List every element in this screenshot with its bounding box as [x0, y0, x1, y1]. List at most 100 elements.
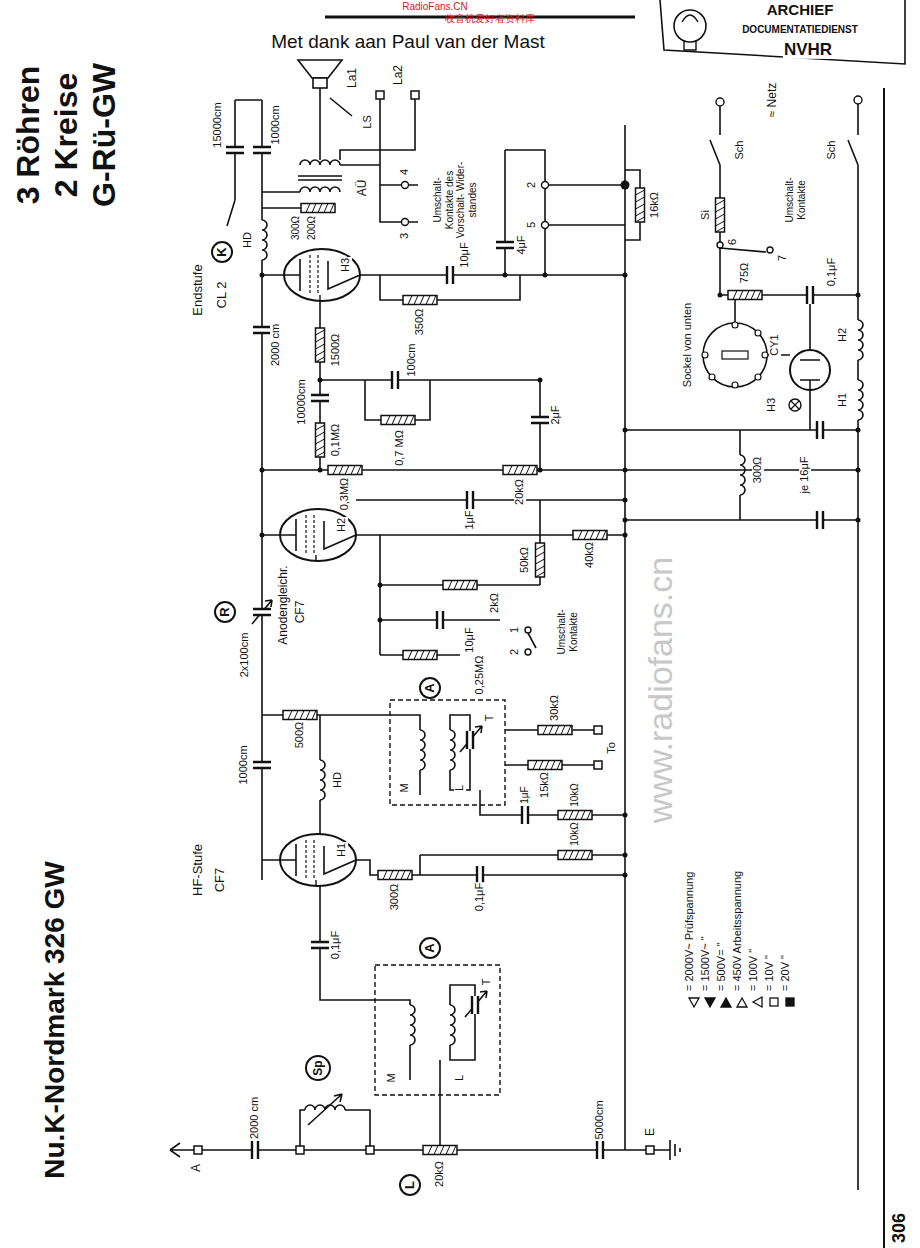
resistor-symbol [716, 198, 725, 232]
resistor-symbol [423, 1146, 457, 1155]
diagram-title: Nu.K-Nordmark 326 GW [40, 860, 70, 1179]
wiring [170, 1094, 646, 1157]
junction-dot [260, 468, 265, 473]
tube-symbol [280, 834, 356, 886]
control-circle [212, 242, 440, 1195]
resistor-symbol [403, 296, 437, 305]
capacitor-value: 1μF [464, 509, 476, 530]
tube-symbol [280, 249, 830, 886]
tube-type: CY1 [769, 333, 781, 356]
resistor-value: 20kΩ [434, 1160, 446, 1188]
terminal-symbol [402, 219, 409, 226]
fuse-label: Si [700, 209, 712, 221]
switch-label: Sch [826, 140, 838, 161]
terminal-symbol [646, 1146, 654, 1154]
switch-note: Umschalt- Kontakte [556, 596, 579, 668]
junction-dot [856, 518, 861, 523]
dashed-coil-box [375, 965, 500, 1095]
resistor-symbol [573, 531, 607, 540]
control-circle [420, 938, 440, 958]
legend-entry: = 500V= " [716, 941, 728, 992]
heading: 2 Kreise [49, 72, 84, 199]
tube-symbol [703, 323, 767, 387]
capacitor-value: 15000cm [212, 101, 224, 148]
tube-label: H1 [336, 842, 348, 858]
coil-symbol [450, 730, 455, 770]
resistor-symbol [403, 651, 437, 660]
resistor-symbol [443, 581, 477, 590]
tube-symbol [789, 399, 801, 411]
control-circle [215, 602, 235, 622]
wiring [262, 715, 625, 834]
junction-dot [623, 428, 628, 433]
capacitor-symbol [253, 147, 271, 153]
resistor-symbol [503, 466, 537, 475]
switch-label: LS [362, 114, 374, 129]
terminal-symbol [194, 1146, 202, 1154]
control-circle [212, 242, 232, 262]
legend-entry: = 100V " [748, 948, 760, 992]
tube-symbol [800, 360, 820, 390]
control-letter: R [218, 606, 232, 617]
capacitor-value: 4μF [516, 234, 528, 255]
resistor-symbol [538, 726, 572, 735]
legend-entry: = 1500V~ " [700, 935, 712, 992]
control-circle [400, 1175, 420, 1195]
junction-dot [856, 428, 861, 433]
resistor-value: 0,7 MΩ [394, 429, 406, 467]
capacitor-symbol [253, 609, 271, 615]
resistor-symbol [381, 416, 415, 425]
capacitor-symbol [252, 1141, 258, 1159]
dashed-coil-box [375, 700, 505, 1095]
junction-dot [623, 498, 628, 503]
tube-symbol [280, 509, 356, 561]
junction-dot [318, 468, 323, 473]
resistor-value: 500Ω [294, 721, 306, 750]
legend-symbol [770, 998, 778, 1006]
resistor-value: 50kΩ [519, 546, 531, 574]
capacitor-value: 5000cm [594, 1099, 606, 1140]
resistor-symbol [316, 423, 325, 457]
contact-number: 3 [399, 232, 411, 240]
speaker-transformer [300, 187, 340, 192]
switch-label: Sch [734, 140, 746, 161]
junction-dot [856, 293, 861, 298]
junction-dot [318, 378, 323, 383]
terminal-symbol [411, 91, 419, 99]
coil-symbol [262, 220, 267, 260]
lamp-label: H3 [766, 397, 778, 413]
tube-type: CF7 [294, 600, 307, 625]
contact-number: 2 [526, 181, 538, 189]
stage-name: Endstufe [191, 263, 205, 316]
heading: G-Rü-GW [87, 62, 122, 208]
capacitor-value: 0,1μF [330, 930, 342, 960]
capacitor-value: 100cm [406, 342, 418, 377]
choke-label: HD [332, 771, 344, 789]
stage-name: HF-Stufe [191, 843, 205, 897]
tube-symbol [709, 374, 715, 380]
terminal-label: A [190, 1163, 203, 1173]
junction-dot [260, 533, 265, 538]
resistor-symbol [283, 711, 317, 720]
junction-dot [623, 813, 628, 818]
terminal-label: La1 [346, 67, 359, 89]
resistor-value: 30kΩ [549, 694, 561, 722]
resistor-value: 15kΩ [539, 771, 551, 799]
terminal-symbol [366, 1146, 374, 1154]
control-letter: A [423, 942, 437, 953]
resistor-symbol [528, 761, 562, 770]
terminal-symbol [542, 222, 549, 229]
wiring [320, 855, 625, 1145]
tube-symbol [732, 322, 738, 328]
heater-label: H2 [837, 327, 849, 343]
tube-type: CF7 [213, 867, 227, 894]
socket-note: Sockel von unten [682, 302, 694, 388]
control-letter: Sp [312, 1059, 325, 1076]
page-frame [660, 0, 905, 64]
terminal-symbol [717, 242, 723, 248]
coil-label: L [454, 1074, 466, 1082]
contact-number: 4 [399, 168, 411, 176]
terminal-symbol [716, 98, 724, 106]
page-frame [682, 15, 698, 50]
wiring [625, 104, 858, 1190]
